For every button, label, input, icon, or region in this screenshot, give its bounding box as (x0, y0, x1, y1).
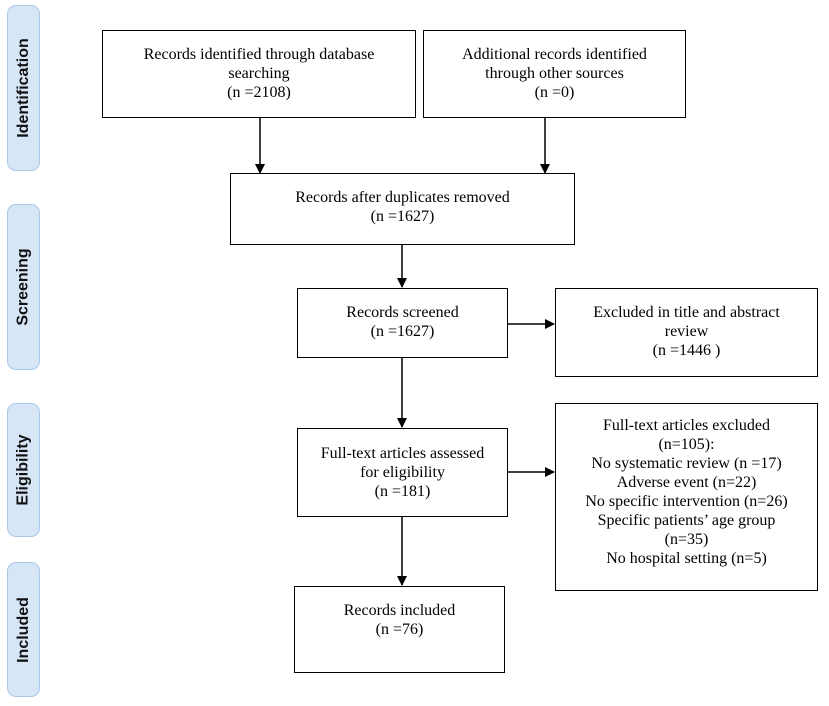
box-line: searching (228, 65, 290, 82)
other-sources-box: Additional records identified through ot… (423, 30, 686, 118)
box-line: Records identified through database (143, 46, 375, 63)
box-line: (n =1627) (370, 323, 435, 340)
box-line: Full-text articles excluded (602, 417, 771, 434)
box-line: (n =0) (534, 84, 575, 101)
excluded-title-abstract-box: Excluded in title and abstract review (n… (555, 288, 818, 377)
box-line: (n =1627) (370, 208, 435, 225)
stage-label-screening: Screening (7, 204, 40, 370)
box-line: for eligibility (360, 464, 445, 481)
box-line: No hospital setting (n=5) (606, 550, 767, 567)
duplicates-removed-box: Records after duplicates removed (n =162… (230, 173, 575, 245)
box-line: Records after duplicates removed (295, 189, 510, 206)
box-line: Excluded in title and abstract (593, 304, 780, 321)
full-text-assessed-box: Full-text articles assessed for eligibil… (297, 428, 508, 517)
stage-label-included: Included (7, 562, 40, 697)
box-line: through other sources (485, 65, 624, 82)
box-line: Additional records identified (462, 46, 647, 63)
box-line: Records included (343, 602, 456, 619)
box-line: (n=105): (658, 436, 715, 453)
box-line: (n =2108) (227, 84, 291, 101)
box-line: Full-text articles assessed (320, 445, 485, 462)
database-records-box: Records identified through database sear… (102, 30, 416, 118)
box-line: Specific patients’ age group (597, 512, 776, 529)
records-screened-box: Records screened (n =1627) (297, 288, 508, 358)
box-line: (n =1446 ) (652, 342, 721, 359)
box-line: review (664, 323, 709, 340)
box-line: Adverse event (n=22) (616, 474, 757, 491)
stage-label-eligibility: Eligibility (7, 403, 40, 537)
box-line: Records screened (346, 304, 459, 321)
box-line: No systematic review (n =17) (591, 455, 782, 472)
box-line: (n =76) (375, 621, 424, 638)
box-line: (n=35) (664, 531, 709, 548)
full-text-excluded-box: Full-text articles excluded (n=105): No … (555, 403, 818, 591)
box-line: (n =181) (374, 483, 431, 500)
box-line: No specific intervention (n=26) (585, 493, 788, 510)
records-included-box: Records included (n =76) (294, 586, 505, 673)
stage-label-identification: Identification (7, 5, 40, 171)
